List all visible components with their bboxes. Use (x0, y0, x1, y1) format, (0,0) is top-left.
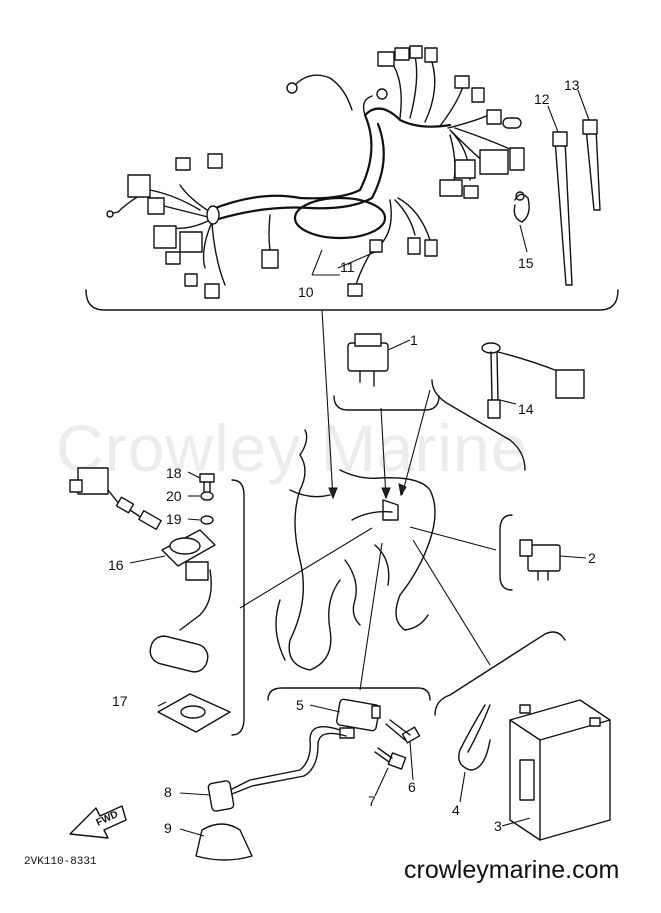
harness-bracket (85, 289, 619, 311)
part-1-relay (333, 333, 440, 411)
frame-outline (275, 429, 436, 671)
wire-harness (117, 55, 513, 289)
callout-7: 7 (368, 793, 376, 809)
cable-tie-13 (582, 119, 601, 211)
callout-12: 12 (534, 91, 550, 107)
watermark: Crowley Marine (56, 411, 529, 485)
callout-6: 6 (408, 779, 416, 795)
callout-3: 3 (494, 818, 502, 834)
diagram-code: 2VK110-8331 (24, 856, 97, 868)
top-leaders (311, 89, 590, 276)
callout-11: 11 (340, 259, 355, 275)
cable-tie-12 (552, 131, 573, 286)
callout-9: 9 (164, 820, 172, 836)
callout-5: 5 (296, 697, 304, 713)
callout-18: 18 (166, 465, 182, 481)
callout-15: 15 (518, 255, 534, 271)
callout-10: 10 (298, 284, 314, 300)
callouts: 1 2 3 4 5 6 7 8 9 10 11 12 13 14 15 16 1… (108, 77, 596, 836)
callout-17: 17 (112, 693, 128, 709)
clamp-15 (513, 191, 530, 223)
center-leaders (239, 309, 497, 691)
site-url[interactable]: crowleymarine.com (404, 856, 620, 884)
callout-19: 19 (166, 511, 182, 527)
callout-1: 1 (410, 332, 418, 348)
coil-group (179, 687, 431, 861)
callout-16: 16 (108, 557, 124, 573)
callout-13: 13 (564, 77, 580, 93)
callout-14: 14 (518, 401, 534, 417)
fwd-arrow: FWD (69, 805, 127, 839)
callout-20: 20 (166, 488, 182, 504)
part-2-relay (499, 514, 587, 591)
part-14-lead (431, 342, 585, 471)
battery-group (434, 631, 611, 841)
callout-4: 4 (452, 802, 460, 818)
sender-group (69, 467, 245, 736)
callout-8: 8 (164, 784, 172, 800)
harness-connectors (106, 45, 525, 299)
callout-2: 2 (588, 550, 596, 566)
